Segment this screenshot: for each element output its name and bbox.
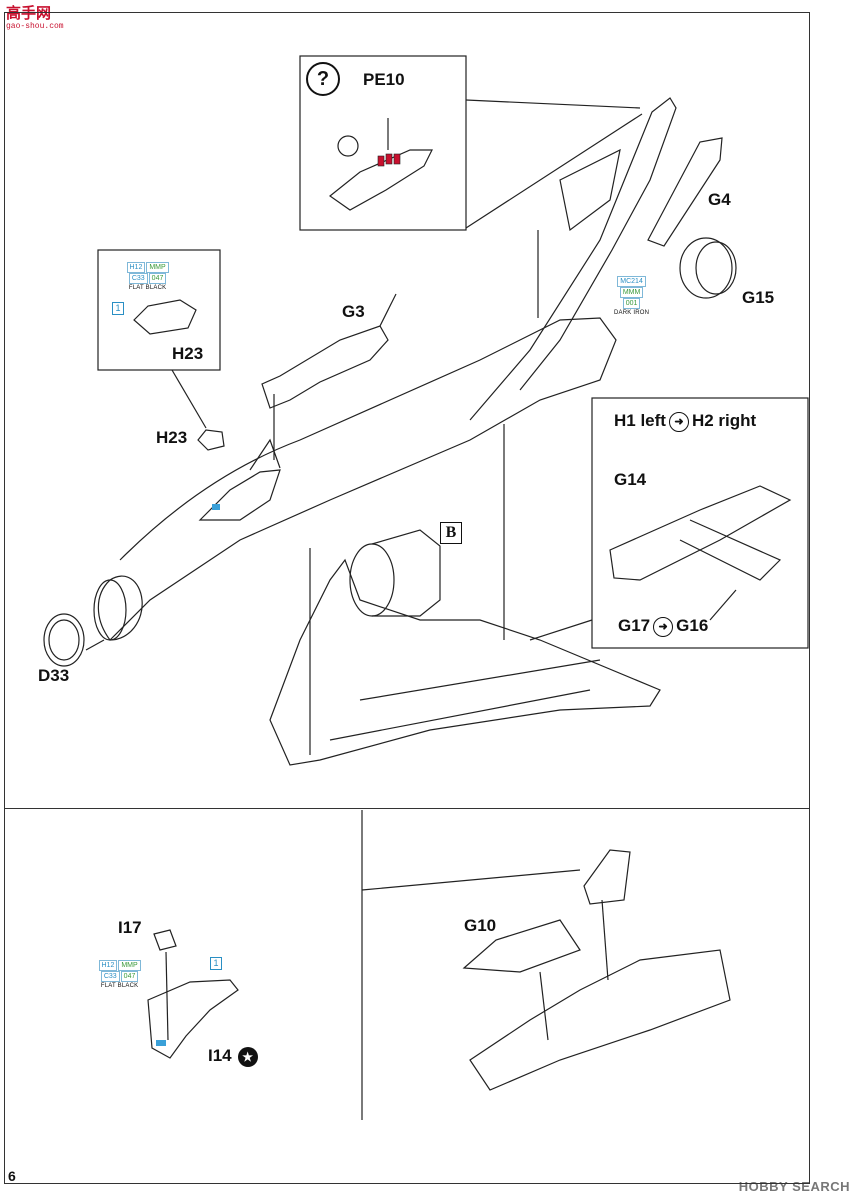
label-i14: I14 ★	[208, 1046, 258, 1067]
section-divider	[4, 808, 810, 809]
label-h1: H1 left	[614, 411, 666, 430]
mirror-arrow-icon: ➜	[653, 616, 674, 637]
inset-g14-box	[591, 397, 809, 649]
section-b-marker: B	[440, 522, 462, 544]
paint-callout-g15: MC214 MMM 001 DARK IRON	[614, 276, 649, 318]
site-logo-url: gao-shou.com	[6, 22, 64, 31]
label-i14-text: I14	[208, 1046, 232, 1065]
paint-code: MC214	[617, 276, 646, 287]
inset-pe10-box	[299, 55, 467, 231]
paint-name: DARK IRON	[614, 310, 650, 316]
label-h23: H23	[156, 428, 188, 447]
page-number: 6	[8, 1168, 16, 1184]
question-icon: ?	[306, 62, 340, 96]
label-g4: G4	[708, 190, 731, 209]
mirror-arrow-icon: ➜	[668, 411, 689, 432]
page-frame	[4, 12, 810, 1184]
paint-code: H12	[98, 960, 118, 971]
label-h2: H2 right	[691, 411, 757, 430]
label-d33: D33	[38, 666, 70, 685]
paint-code: MMM	[619, 287, 644, 298]
watermark: HOBBY SEARCH	[738, 1179, 850, 1194]
label-g14: G14	[614, 470, 647, 489]
step-marker: 1	[210, 957, 222, 970]
paint-code: H12	[126, 262, 146, 273]
paint-name: FLAT BLACK	[100, 983, 139, 989]
label-g16: G16	[676, 616, 709, 635]
star-icon: ★	[237, 1046, 258, 1067]
label-g10: G10	[464, 916, 497, 935]
site-logo: 高手网	[6, 5, 52, 22]
paint-code: 047	[120, 971, 139, 982]
label-h1-h2: H1 left➜H2 right	[614, 411, 756, 432]
label-pe10: PE10	[363, 70, 405, 89]
paint-name: FLAT BLACK	[128, 285, 167, 291]
paint-code: 047	[148, 273, 167, 284]
label-i17: I17	[118, 918, 142, 937]
step-marker: 1	[112, 302, 124, 315]
label-h23-inset: H23	[172, 344, 204, 363]
paint-code: MMP	[146, 262, 169, 273]
label-g17: G17	[618, 616, 651, 635]
paint-code: 001	[622, 298, 641, 309]
paint-code: C33	[100, 971, 120, 982]
label-g15: G15	[742, 288, 775, 307]
label-g3: G3	[342, 302, 365, 321]
paint-code: MMP	[118, 960, 141, 971]
label-g17-g16: G17➜G16	[618, 616, 708, 637]
inset-h23-box	[97, 249, 221, 371]
paint-code: C33	[128, 273, 148, 284]
